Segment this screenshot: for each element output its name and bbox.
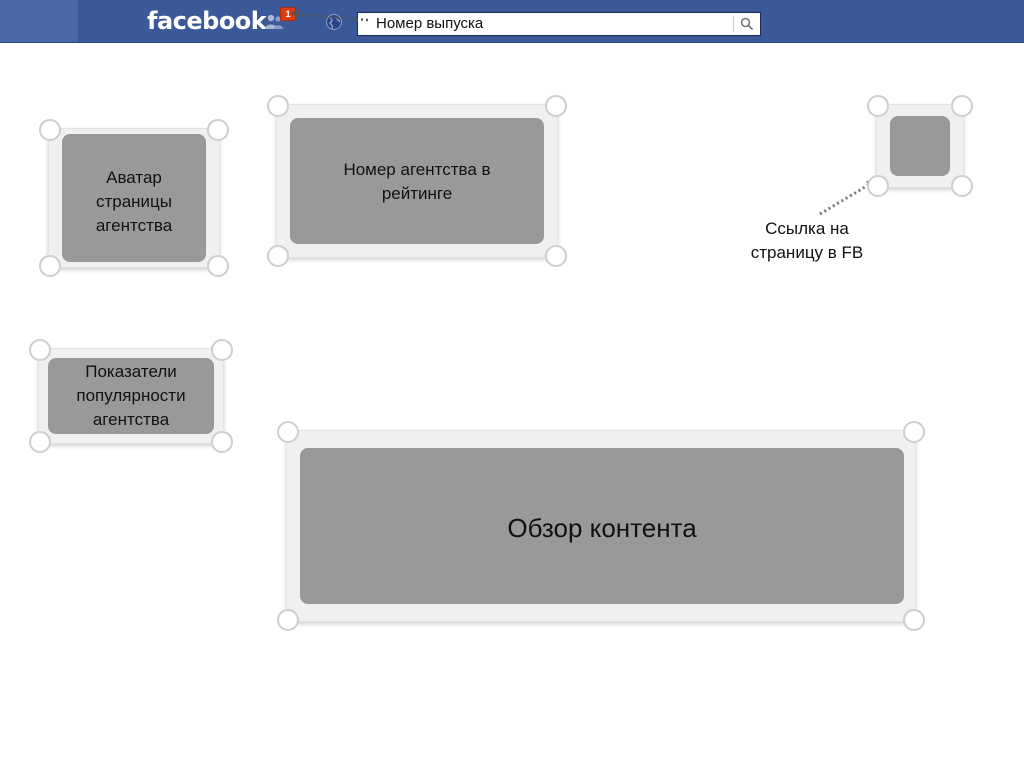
rank-label: Номер агентства в рейтинге <box>343 160 491 203</box>
frame-corner <box>207 119 229 141</box>
facebook-logo[interactable]: facebook <box>147 7 267 35</box>
frame-corner <box>277 609 299 631</box>
globe-icon[interactable] <box>324 13 344 31</box>
avatar-label: Аватар страницы агентства <box>95 168 173 235</box>
notification-badge[interactable]: 1 <box>280 7 296 21</box>
friends-icon[interactable] <box>264 13 284 31</box>
frame-corner <box>211 339 233 361</box>
search-input[interactable]: Номер выпуска <box>357 12 761 36</box>
frame-corner <box>545 95 567 117</box>
content-placeholder: Обзор контента <box>300 448 904 604</box>
popularity-frame: Показатели популярности агентства <box>29 339 233 453</box>
fb-link-annotation: Ссылка на страницу в FB <box>750 219 864 262</box>
search-icon[interactable] <box>740 17 754 31</box>
topbar-left-block <box>0 0 78 42</box>
content-frame: Обзор контента <box>277 421 925 631</box>
avatar-placeholder: Аватар страницы агентства <box>62 134 206 262</box>
frame-corner <box>29 431 51 453</box>
facebook-top-bar: facebook 1 Номер выпуска <box>0 0 1024 43</box>
rank-placeholder: Номер агентства в рейтинге <box>290 118 544 244</box>
topbar-right-block <box>892 0 1024 42</box>
fb-link-frame[interactable] <box>867 95 973 197</box>
search-divider <box>733 16 734 32</box>
frame-corner <box>951 95 973 117</box>
content-label: Обзор контента <box>507 513 697 543</box>
popularity-placeholder: Показатели популярности агентства <box>48 358 214 434</box>
frame-corner <box>267 245 289 267</box>
search-input-value: Номер выпуска <box>376 15 484 32</box>
fb-link-placeholder[interactable] <box>890 116 950 176</box>
avatar-frame: Аватар страницы агентства <box>39 119 229 277</box>
popularity-label: Показатели популярности агентства <box>76 362 186 429</box>
frame-corner <box>867 175 889 197</box>
frame-corner <box>903 421 925 443</box>
rank-frame: Номер агентства в рейтинге <box>267 95 567 267</box>
frame-corner <box>39 255 61 277</box>
